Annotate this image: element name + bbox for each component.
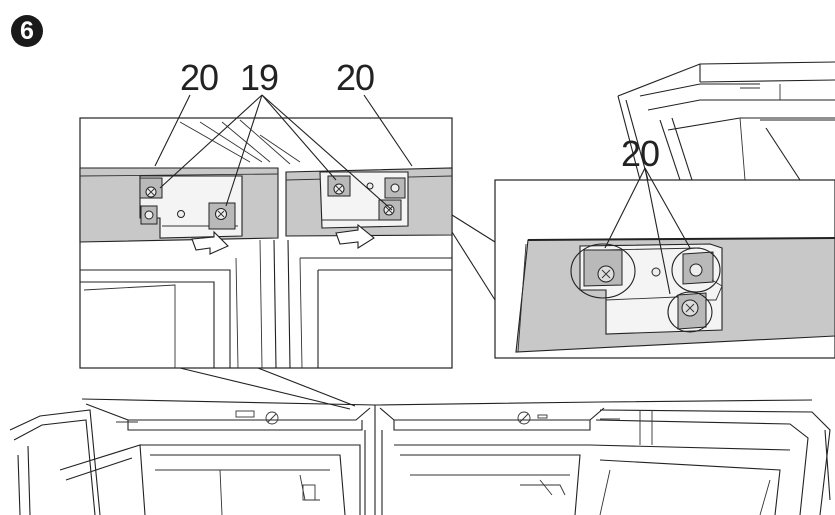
detail-leader-line [257, 367, 356, 407]
bracket-detail-view [79, 117, 453, 369]
appliance-overview [9, 398, 831, 515]
down-arrow-icon [335, 223, 375, 249]
detail-leader-line [451, 231, 496, 301]
detail-leader-line [451, 214, 496, 243]
callout-leaders [154, 94, 691, 295]
callout-label-bracket-right: 20 [336, 57, 375, 98]
down-arrow-icon [191, 230, 229, 255]
callout-label-screws: 19 [240, 57, 279, 98]
callout-label-bracket-left: 20 [180, 57, 219, 98]
corner-overview [617, 61, 835, 181]
callout-label-bracket-detail: 20 [621, 133, 660, 174]
detail-leader-line [179, 367, 351, 410]
step-number-badge: 6 [11, 15, 43, 47]
